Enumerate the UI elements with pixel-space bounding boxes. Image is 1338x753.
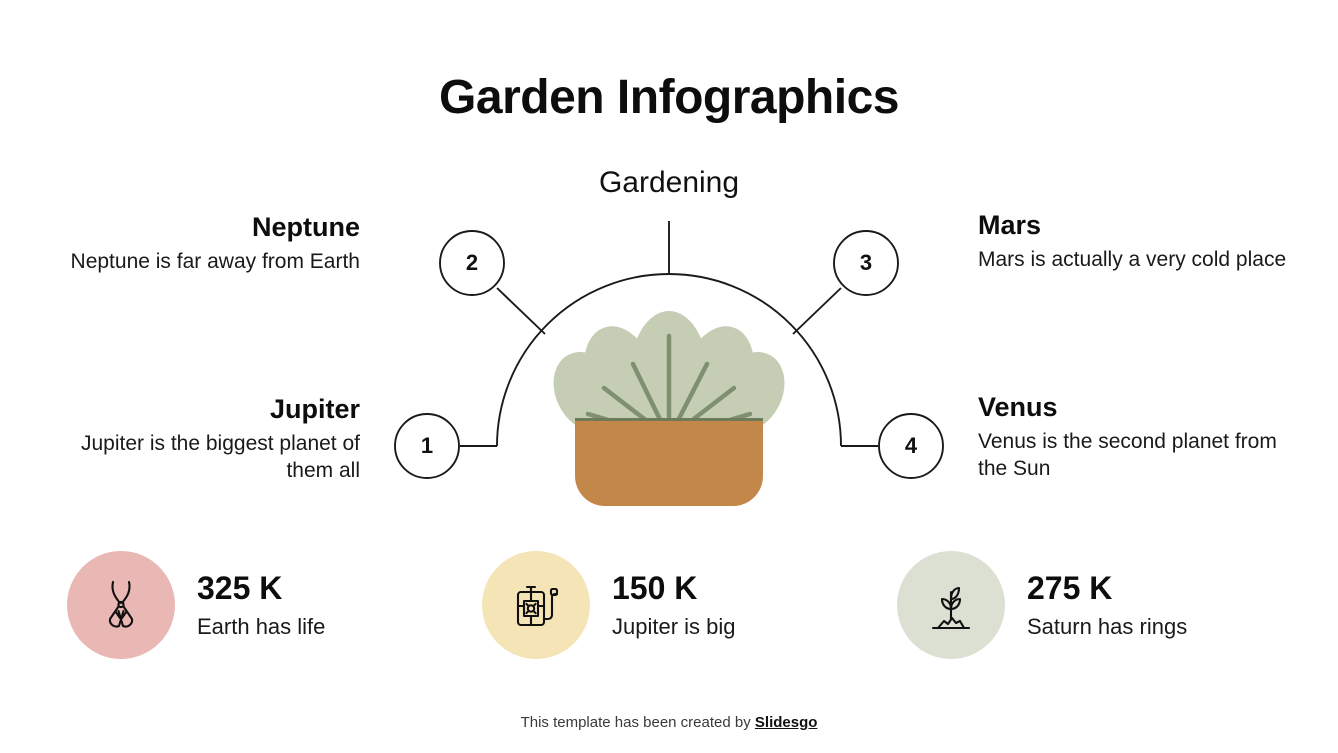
info-block-jupiter: Jupiter Jupiter is the biggest planet of… xyxy=(60,394,360,485)
info-desc-neptune: Neptune is far away from Earth xyxy=(70,250,360,274)
info-title-neptune: Neptune xyxy=(252,212,360,242)
stat-label: Earth has life xyxy=(197,614,326,640)
potted-plant-illustration xyxy=(553,311,785,506)
stat-text: 150 K Jupiter is big xyxy=(612,569,736,641)
stat-item: 150 K Jupiter is big xyxy=(482,551,736,659)
info-title-mars: Mars xyxy=(978,210,1042,240)
stat-value: 325 K xyxy=(197,570,283,607)
stat-item: 325 K Earth has life xyxy=(67,551,325,659)
connector-line-2 xyxy=(496,287,546,335)
plant-pot xyxy=(575,421,763,506)
arc-path xyxy=(496,273,842,447)
node-circle-4[interactable] xyxy=(878,413,944,479)
stat-item: 275 K Saturn has rings xyxy=(897,551,1187,659)
connector-line-3 xyxy=(792,287,842,335)
node-circle-1[interactable] xyxy=(394,413,460,479)
info-block-mars: Mars Mars is actually a very cold place xyxy=(978,210,1288,274)
stat-value: 150 K xyxy=(612,570,698,607)
node-number-4: 4 xyxy=(904,433,918,458)
pruning-shears-icon xyxy=(67,551,175,659)
stat-text: 325 K Earth has life xyxy=(197,569,325,641)
stats-row: 325 K Earth has life xyxy=(0,551,1338,661)
footer: This template has been created by Slides… xyxy=(0,714,1338,731)
node-number-1: 1 xyxy=(420,433,434,458)
node-circle-2[interactable] xyxy=(439,230,505,296)
plant-leaves-icon xyxy=(553,311,785,444)
info-title-venus: Venus xyxy=(978,392,1058,422)
stat-label: Saturn has rings xyxy=(1027,614,1188,640)
seedling-icon xyxy=(897,551,1005,659)
footer-text: This template has been created by xyxy=(520,714,755,731)
stat-value: 275 K xyxy=(1027,570,1113,607)
slidesgo-link[interactable]: Slidesgo xyxy=(754,714,818,731)
info-block-neptune: Neptune Neptune is far away from Earth xyxy=(60,212,360,276)
node-number-2: 2 xyxy=(465,250,479,275)
info-desc-mars: Mars is actually a very cold place xyxy=(978,248,1287,272)
node-number-3: 3 xyxy=(859,250,873,275)
page-title: Garden Infographics xyxy=(439,71,899,124)
subtitle: Gardening xyxy=(598,166,740,199)
sprayer-icon xyxy=(482,551,590,659)
stat-text: 275 K Saturn has rings xyxy=(1027,569,1187,641)
plant-soil xyxy=(575,418,763,434)
info-desc-jupiter: Jupiter is the biggest planet of them al… xyxy=(80,432,360,482)
node-circle-3[interactable] xyxy=(833,230,899,296)
info-desc-venus: Venus is the second planet from the Sun xyxy=(978,430,1277,480)
info-block-venus: Venus Venus is the second planet from th… xyxy=(978,392,1288,483)
info-title-jupiter: Jupiter xyxy=(269,394,360,424)
stat-label: Jupiter is big xyxy=(612,614,736,640)
